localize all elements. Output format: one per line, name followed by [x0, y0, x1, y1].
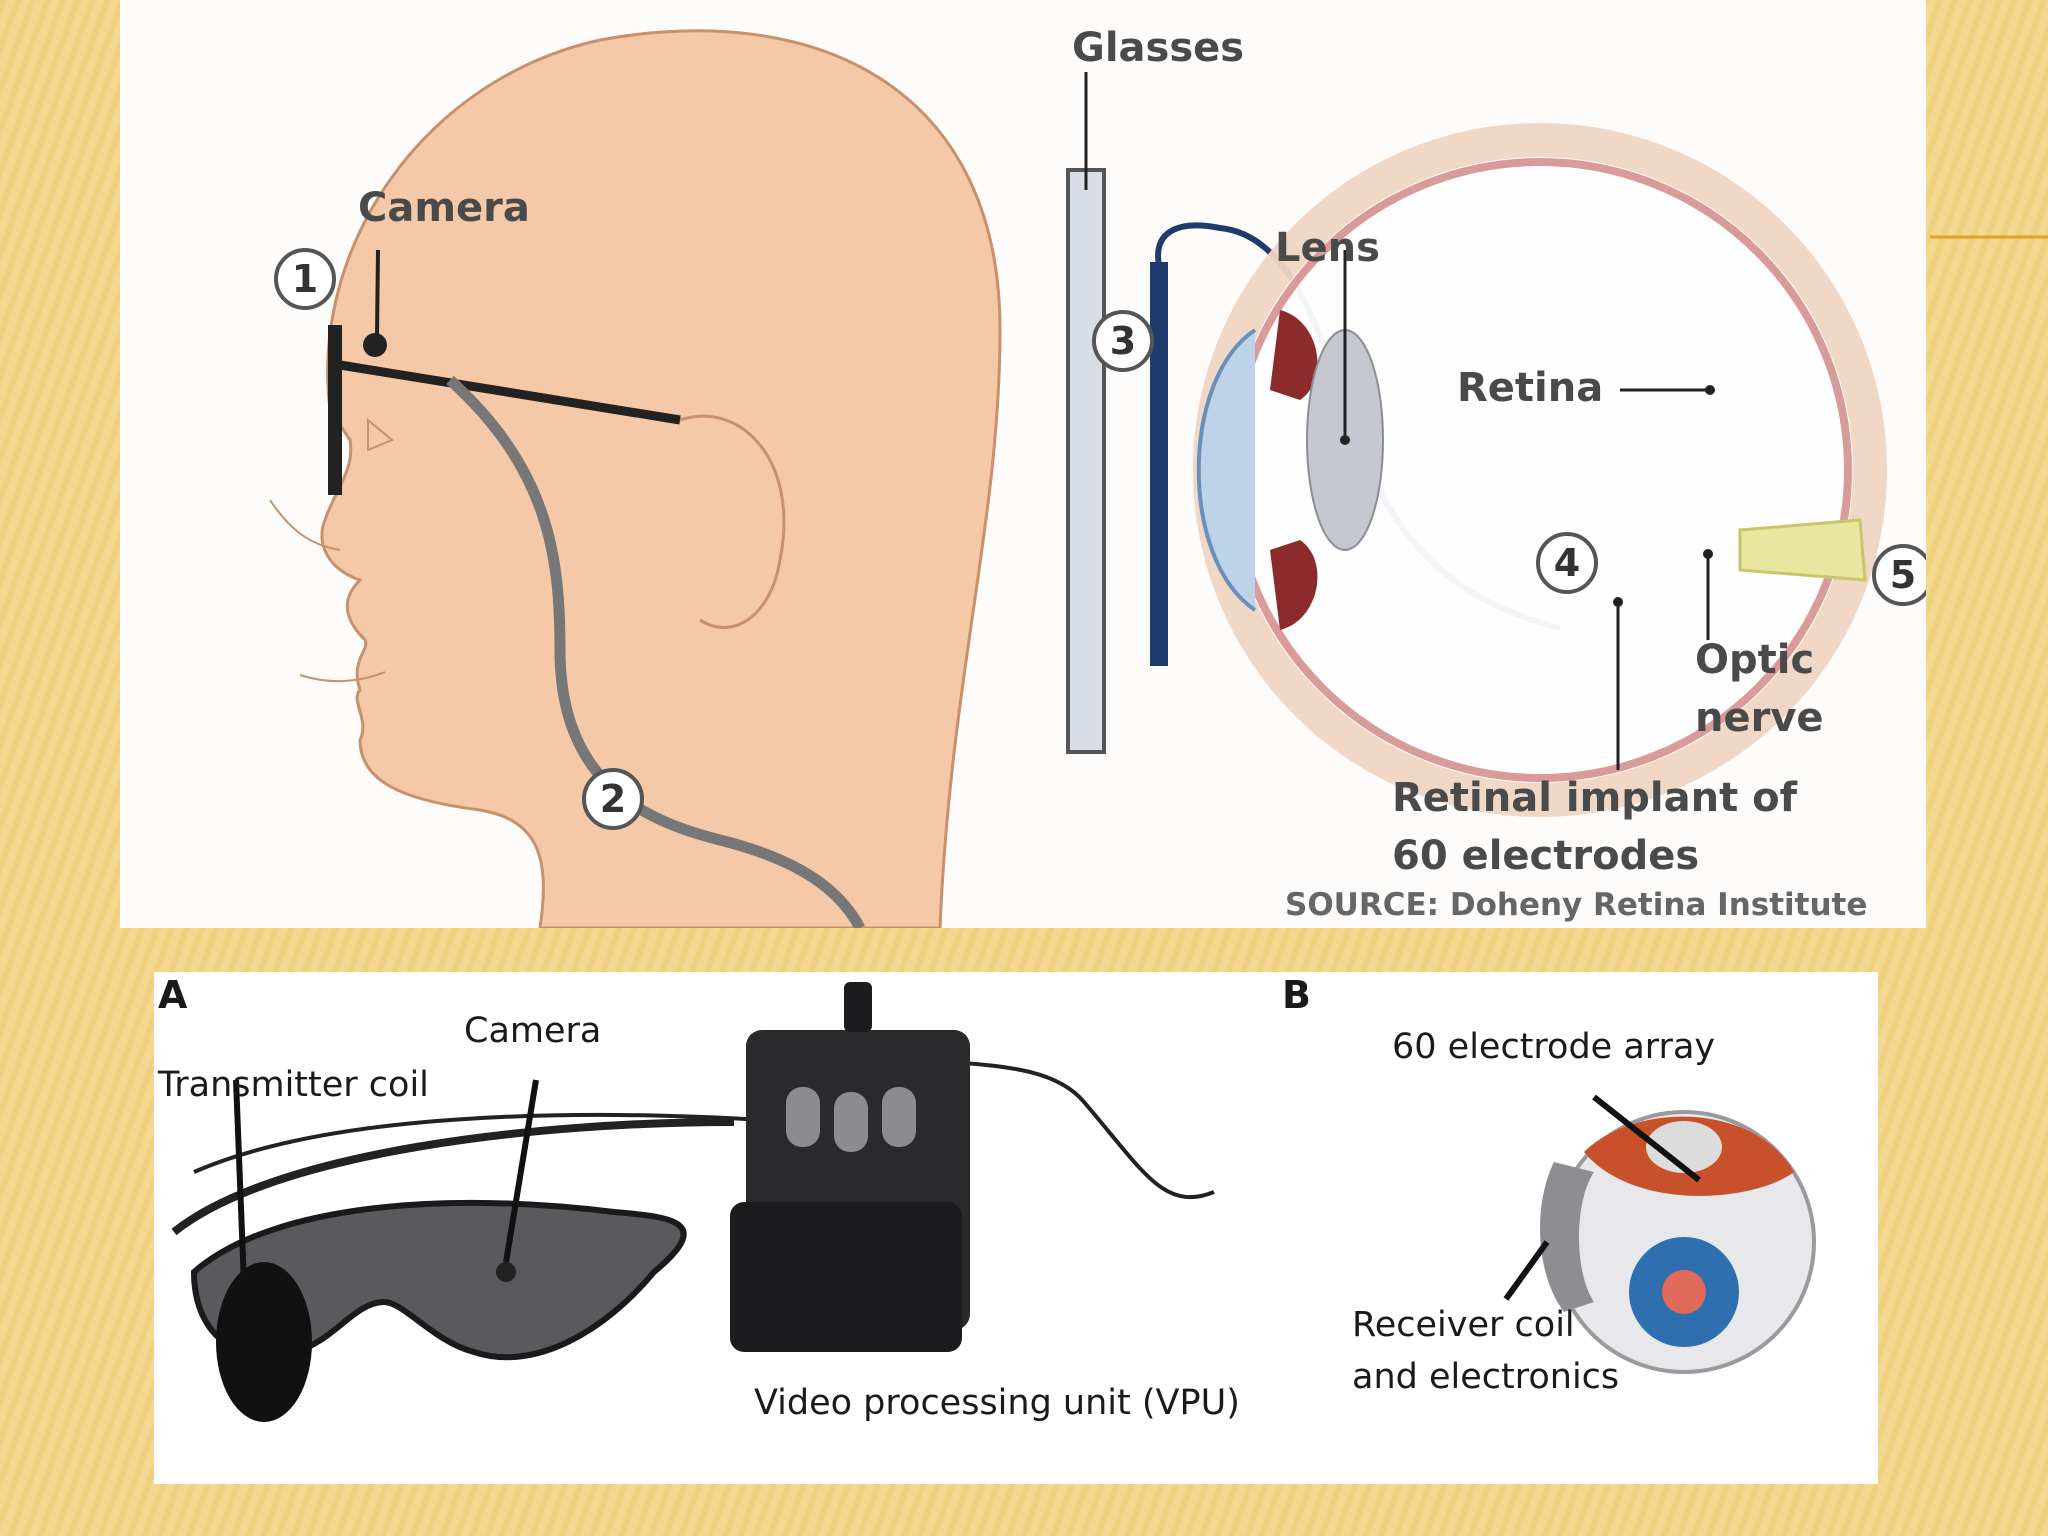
transmitter-coil-label: Transmitter coil	[158, 1065, 429, 1105]
retina-label: Retina	[1457, 365, 1604, 411]
ear	[679, 414, 786, 629]
glasses-frame	[328, 325, 342, 495]
optic-nerve-label-1: Optic	[1695, 637, 1815, 683]
optic-nerve-label-2: nerve	[1695, 695, 1824, 741]
glasses-label: Glasses	[1072, 25, 1245, 71]
implant-label-2: 60 electrodes	[1392, 833, 1700, 879]
camera-label: Camera	[358, 185, 530, 231]
source-label: SOURCE: Doheny Retina Institute	[1285, 887, 1868, 923]
electrode-array-label: 60 electrode array	[1392, 1027, 1716, 1067]
marker-3: 3	[1092, 310, 1154, 372]
cable	[446, 375, 865, 928]
bottom-device-panel: A B Camera Transmitter coil Video proces…	[154, 972, 1878, 1484]
receiver-coil	[1540, 1162, 1594, 1312]
receiver-label-2: and electronics	[1352, 1357, 1620, 1397]
head-and-eye-illustration	[269, 29, 1887, 928]
marker-2: 2	[582, 768, 644, 830]
glasses-arm	[339, 360, 681, 425]
glasses-bar	[1066, 168, 1106, 754]
implant-label-1: Retinal implant of	[1392, 775, 1797, 821]
top-diagram-panel: Camera Glasses Lens Retina Optic nerve R…	[120, 0, 1926, 928]
device-illustration	[171, 982, 1816, 1422]
panel-a-letter: A	[158, 973, 188, 1017]
optic-nerve	[1738, 518, 1867, 582]
marker-1: 1	[274, 248, 336, 310]
panel-b-letter: B	[1282, 973, 1311, 1017]
camera-icon	[363, 333, 387, 357]
camera-label-a: Camera	[464, 1011, 602, 1051]
receiver-label-1: Receiver coil	[1352, 1305, 1575, 1345]
marker-4: 4	[1536, 532, 1598, 594]
marker-5: 5	[1872, 544, 1926, 606]
transmitter-coil	[216, 1262, 312, 1422]
lens-label: Lens	[1275, 225, 1380, 271]
head-silhouette	[320, 29, 1002, 928]
vpu-label: Video processing unit (VPU)	[754, 1383, 1240, 1423]
